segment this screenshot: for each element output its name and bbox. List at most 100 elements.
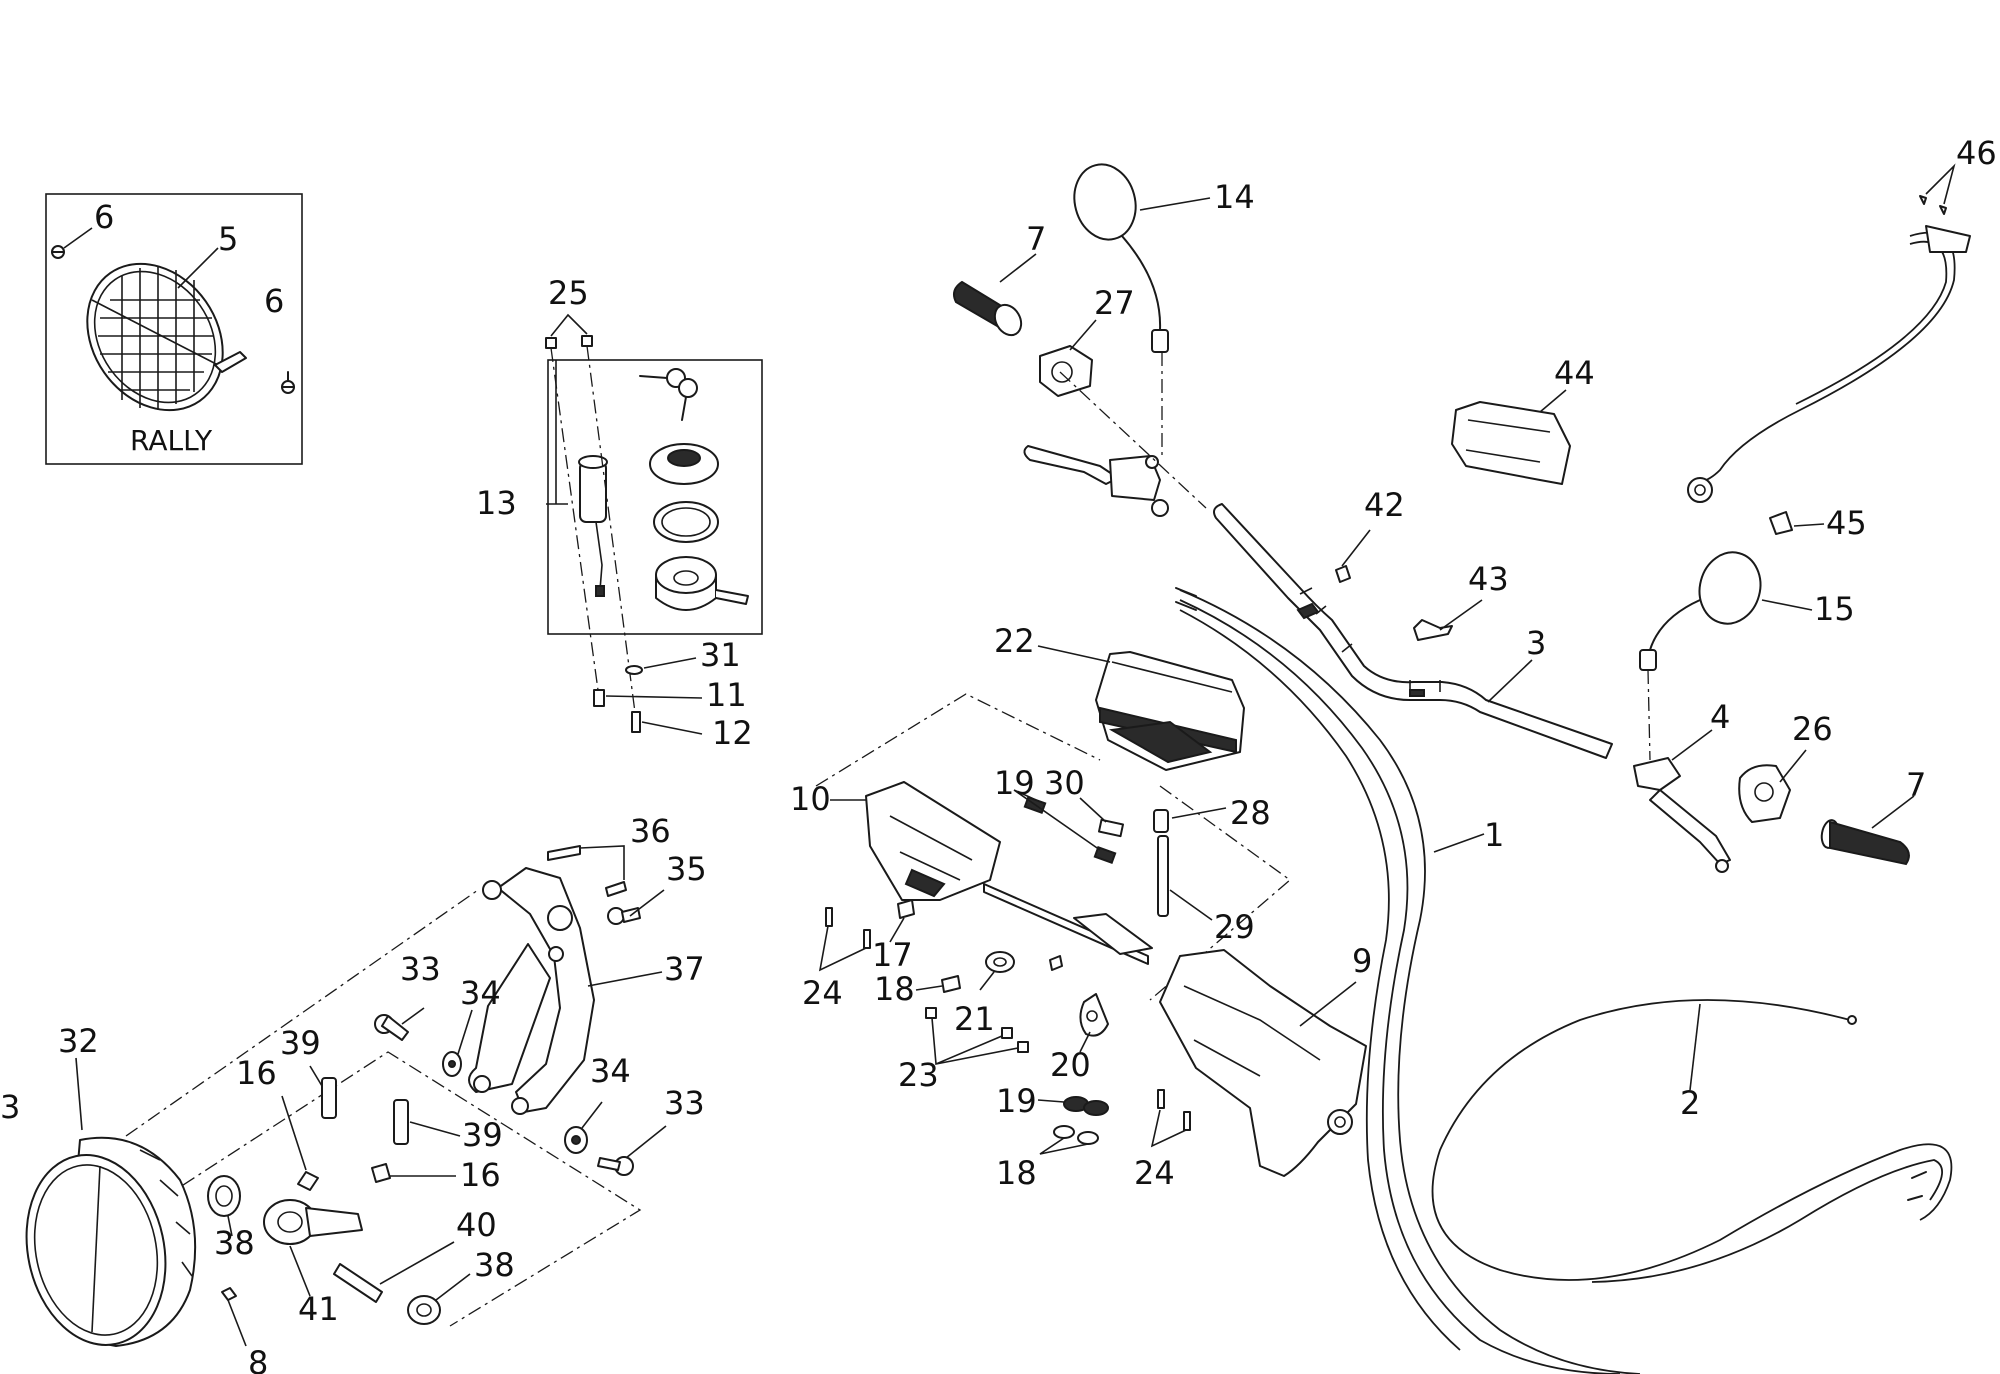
grip-left-7 (953, 280, 1023, 337)
grommet-18a (941, 975, 961, 993)
leader-42 (1341, 529, 1371, 567)
leader-32 (75, 1057, 83, 1131)
callout-19a: 19 (994, 764, 1035, 802)
rubber-19-pair-bottom (1063, 1096, 1109, 1116)
callout-10: 10 (790, 780, 831, 818)
leader-21 (979, 971, 995, 991)
headlight-32 (25, 1136, 197, 1347)
screw-46a (1919, 195, 1927, 205)
callout-3-edge: 3 (0, 1088, 20, 1126)
callout-34a: 34 (460, 974, 501, 1012)
leader-7a (999, 253, 1037, 283)
nuts-23 (925, 1007, 1029, 1053)
leader-5 (177, 247, 219, 289)
leader-39b (409, 1121, 461, 1137)
grille-screw-left (51, 245, 65, 259)
screw-46b (1939, 205, 1947, 215)
leader-46 (1925, 163, 1956, 205)
bolt-35 (607, 907, 641, 925)
leader-2 (1689, 1003, 1701, 1091)
callout-39a: 39 (280, 1024, 321, 1062)
callout-38b: 38 (474, 1246, 515, 1284)
leader-26 (1779, 749, 1807, 783)
leader-40 (379, 1241, 455, 1285)
ignition-switch-body (578, 455, 608, 597)
axis-ignition-right (586, 345, 637, 721)
callout-28: 28 (1230, 794, 1271, 832)
callout-15: 15 (1814, 590, 1855, 628)
ignition-cover (649, 443, 719, 485)
leader-12 (641, 721, 703, 735)
switch-housing-26 (1738, 764, 1791, 823)
callout-38a: 38 (214, 1224, 255, 1262)
bolts-36 (547, 845, 627, 897)
ignition-gasket (653, 501, 719, 543)
throttle-cables-1 (1175, 587, 1641, 1374)
leader-34b (581, 1101, 603, 1129)
leader-25 (550, 313, 588, 337)
clip-45 (1769, 511, 1793, 535)
leader-3 (1487, 659, 1533, 703)
leader-33a (401, 1007, 425, 1025)
callout-6a: 6 (94, 198, 114, 236)
nut-8 (221, 1287, 237, 1301)
leader-4 (1671, 729, 1713, 761)
headlight-bracket-37 (468, 867, 595, 1115)
grommets-18-bottom (1053, 1125, 1099, 1145)
instrument-22 (1095, 651, 1245, 771)
bolt-39-left (321, 1077, 337, 1119)
leader-24a (818, 925, 867, 972)
callout-3: 3 (1526, 624, 1546, 662)
callout-29: 29 (1214, 908, 1255, 946)
callout-27: 27 (1094, 284, 1135, 322)
axis-headlight (125, 889, 642, 1327)
cover-44 (1451, 401, 1571, 485)
leader-7b (1871, 795, 1915, 829)
leader-19a (1013, 789, 1101, 851)
pivot-41 (263, 1199, 363, 1245)
callout-30: 30 (1044, 764, 1085, 802)
ignition-keys (639, 368, 698, 421)
leader-38a (227, 1215, 233, 1237)
axis-left-controls (1059, 371, 1207, 509)
bolt-28 (1153, 809, 1169, 833)
bracket-43 (1413, 619, 1453, 641)
leader-39a (309, 1065, 323, 1087)
callout-6b: 6 (264, 282, 284, 320)
grommet-top (1049, 955, 1063, 971)
leader-11 (605, 695, 703, 699)
callout-2: 2 (1680, 1084, 1700, 1122)
bushing-38-right (407, 1295, 441, 1325)
callout-42: 42 (1364, 486, 1405, 524)
leader-24b (1150, 1109, 1187, 1148)
callout-39b: 39 (462, 1116, 503, 1154)
mount-10 (865, 781, 1001, 901)
leader-8 (227, 1299, 247, 1347)
bracket-9 (1159, 949, 1367, 1177)
grille-screw-right (281, 371, 295, 394)
callout-24a: 24 (802, 974, 843, 1012)
screws-24-left (825, 907, 871, 949)
callout-33b: 33 (664, 1084, 705, 1122)
headlight-grille (86, 262, 247, 412)
leader-27 (1069, 319, 1097, 351)
leader-14 (1139, 197, 1211, 211)
leader-28 (1171, 807, 1227, 819)
grip-right-7 (1820, 819, 1910, 866)
callout-18a: 18 (874, 970, 915, 1008)
leader-18a (915, 985, 943, 991)
ignition-housing (655, 556, 749, 611)
leader-31 (643, 657, 697, 669)
rally-inset: 6 5 6 RALLY (45, 193, 303, 465)
callout-41: 41 (298, 1290, 339, 1328)
washer-34-right (564, 1126, 588, 1154)
leader-9 (1299, 981, 1357, 1027)
callout-43: 43 (1468, 560, 1509, 598)
callout-17: 17 (872, 936, 913, 974)
callout-36: 36 (630, 812, 671, 850)
leader-6a (63, 227, 93, 249)
callout-18b: 18 (996, 1154, 1037, 1192)
leader-19b (1037, 1099, 1065, 1103)
callout-11: 11 (706, 676, 747, 714)
